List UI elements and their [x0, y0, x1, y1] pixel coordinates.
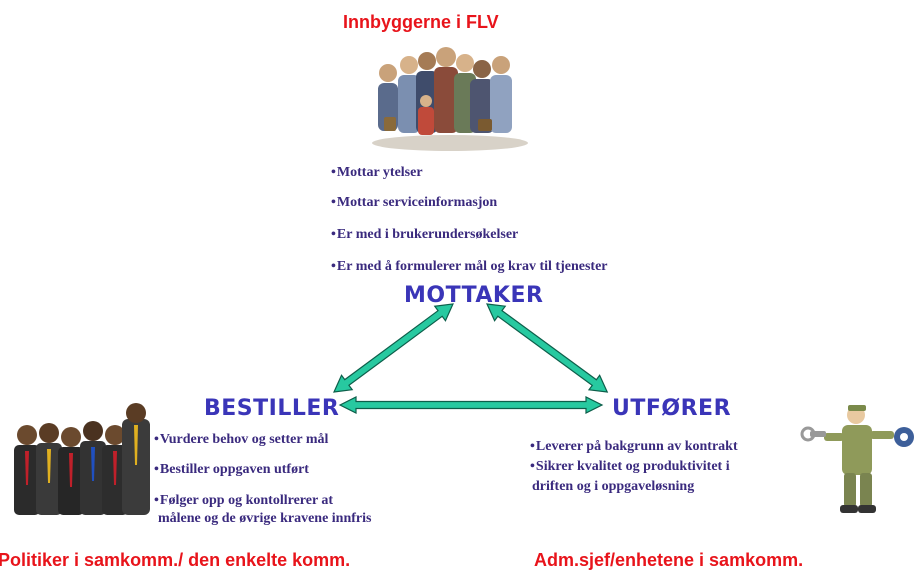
bullet-item-8: •Leverer på bakgrunn av kontrakt [530, 439, 738, 454]
node-mottaker: MOTTAKER [404, 283, 544, 308]
bullet-item-4: •Er med å formulerer mål og krav til tje… [331, 259, 608, 274]
bullet-item-6: •Bestiller oppgaven utført [154, 462, 309, 477]
node-utforer: UTFØRER [612, 396, 732, 421]
footer-right: Adm.sjef/enhetene i samkomm. [534, 550, 804, 570]
double-arrow-left-icon [333, 303, 454, 393]
bullet-item-3: •Er med i brukerundersøkelser [331, 227, 519, 242]
footer-left: Politiker i samkomm./ den enkelte komm. [0, 550, 351, 570]
bullet-item-1: •Mottar ytelser [331, 165, 423, 180]
bullet-item-9-continuation: driften og i oppgaveløsning [532, 479, 695, 494]
bullet-item-2: •Mottar serviceinformasjon [331, 195, 498, 210]
double-arrow-right-icon [486, 303, 609, 393]
node-bestiller: BESTILLER [204, 396, 340, 421]
double-arrow-horizontal-icon [338, 396, 604, 414]
bullet-item-5: •Vurdere behov og setter mål [154, 432, 329, 447]
bullet-item-7-continuation: målene og de øvrige kravene innfris [158, 511, 372, 526]
recipient-title: Innbyggerne i FLV [343, 12, 499, 32]
bullet-item-9: •Sikrer kvalitet og produktivitet i [530, 459, 730, 474]
bullet-item-7: •Følger opp og kontollrerer at [154, 493, 334, 508]
